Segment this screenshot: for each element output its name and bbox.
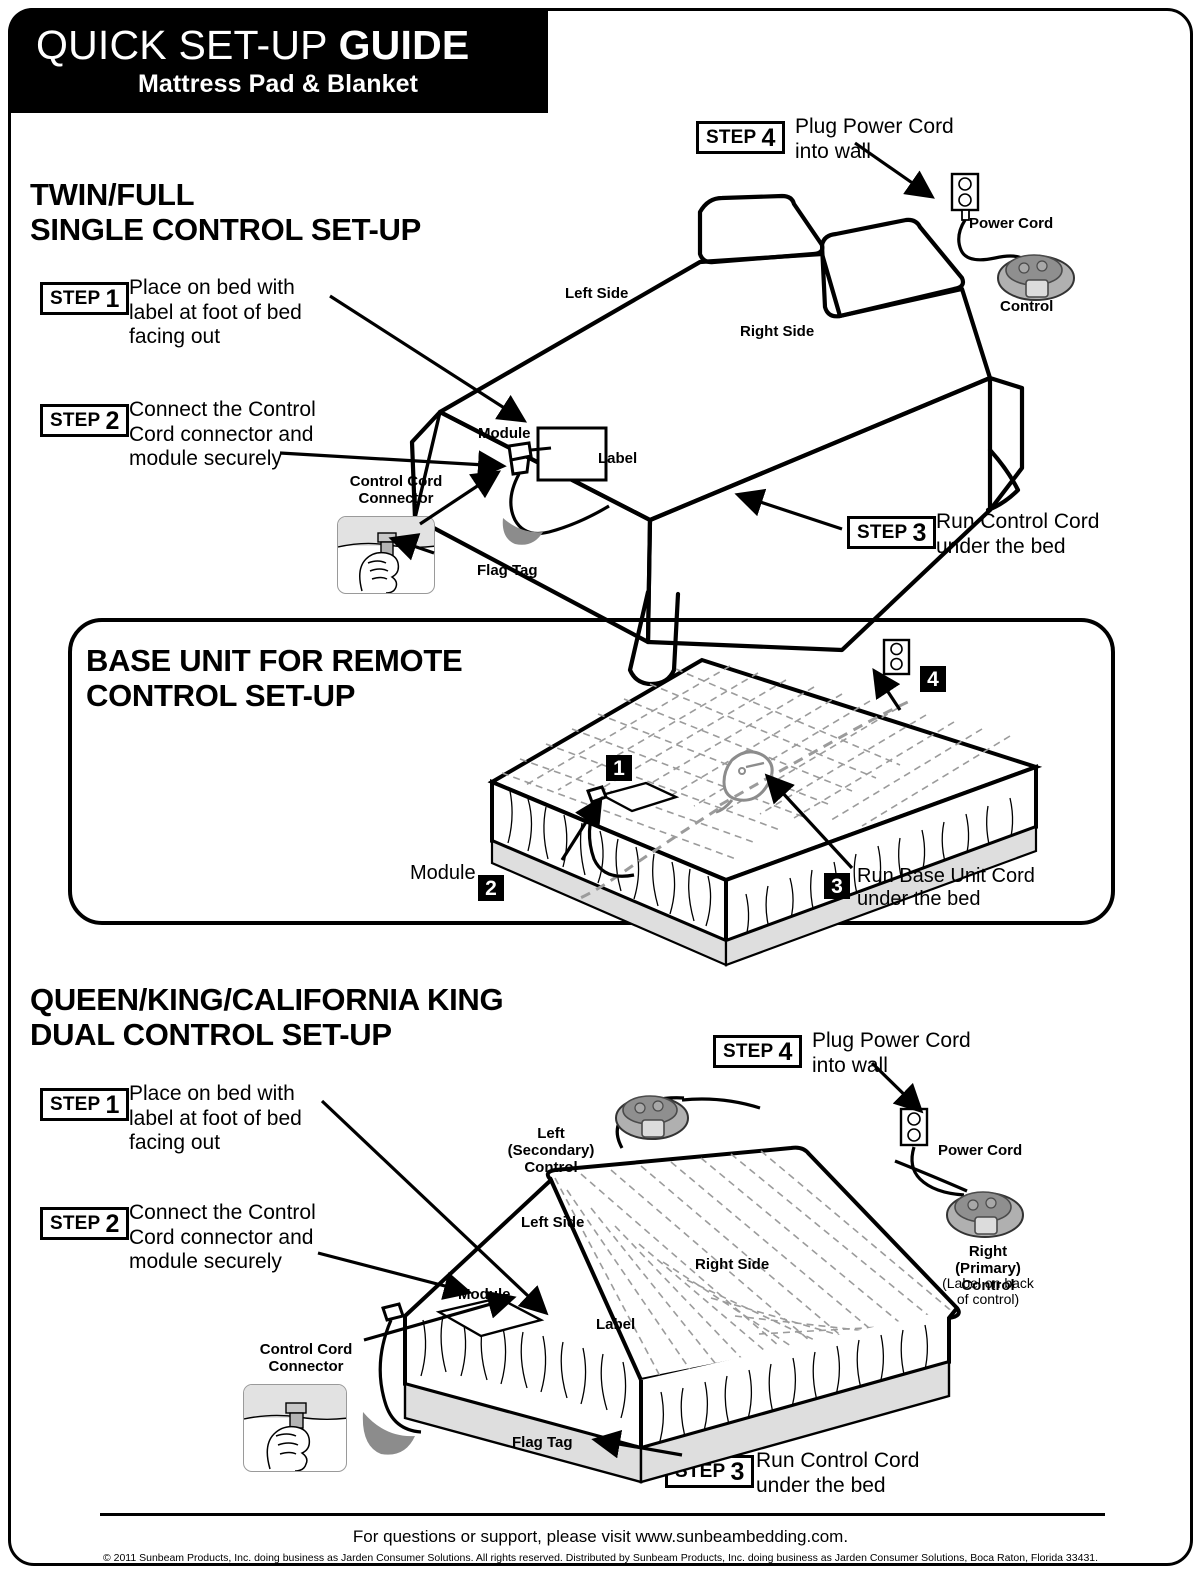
dual-step-4-number: 4 bbox=[778, 1038, 793, 1066]
single-step-1-box: STEP 1 bbox=[40, 282, 130, 315]
single-label-label: Label bbox=[598, 450, 638, 467]
section-title-base: BASE UNIT FOR REMOTE CONTROL SET-UP bbox=[86, 643, 463, 713]
section-title-single: TWIN/FULL SINGLE CONTROL SET-UP bbox=[30, 177, 421, 247]
dual-control-cord-connector-label: Control Cord Connector bbox=[259, 1341, 353, 1376]
page-title-light: QUICK SET-UP bbox=[36, 22, 339, 68]
single-power-cord-label: Power Cord bbox=[969, 215, 1054, 232]
single-step-4-number: 4 bbox=[761, 124, 776, 152]
wall-outlet-icon bbox=[950, 172, 980, 221]
single-step-1-word: STEP bbox=[50, 287, 101, 309]
dual-mattress-illustration bbox=[362, 1145, 961, 1484]
single-connector-hand-icon bbox=[338, 532, 434, 593]
single-step-1-number: 1 bbox=[105, 285, 120, 313]
single-step-4-box: STEP 4 bbox=[696, 121, 786, 154]
single-module-detail bbox=[502, 441, 610, 545]
base-section-arrows bbox=[560, 667, 902, 870]
dual-connector-hand-icon bbox=[244, 1402, 346, 1471]
single-outlet-and-control bbox=[950, 172, 1075, 301]
single-step-1-text: Place on bed with label at foot of bed f… bbox=[129, 276, 302, 349]
dual-flag-tag-label: Flag Tag bbox=[512, 1434, 573, 1451]
base-unit-section-box bbox=[68, 618, 1115, 925]
footer-divider bbox=[100, 1513, 1105, 1516]
single-module-label: Module bbox=[478, 425, 531, 442]
single-step-2-box: STEP 2 bbox=[40, 404, 130, 437]
single-step-2-number: 2 bbox=[105, 407, 120, 435]
dual-step-2-box: STEP 2 bbox=[40, 1207, 130, 1240]
dual-label-label: Label bbox=[596, 1316, 636, 1333]
single-flag-tag-label: Flag Tag bbox=[477, 562, 538, 579]
single-right-side-label: Right Side bbox=[740, 323, 815, 340]
single-step-3-number: 3 bbox=[912, 519, 927, 547]
dual-right-side-label: Right Side bbox=[695, 1256, 770, 1273]
page-title: QUICK SET-UP GUIDE bbox=[36, 22, 469, 69]
single-step-3-word: STEP bbox=[857, 521, 908, 543]
page-title-bold: GUIDE bbox=[338, 22, 470, 68]
single-step-3-box: STEP 3 bbox=[847, 516, 937, 549]
dual-right-primary-control-label: Right (Primary) Control bbox=[955, 1243, 1021, 1295]
dual-connector-inset bbox=[243, 1384, 347, 1472]
single-step-4-text: Plug Power Cord into wall bbox=[795, 115, 954, 163]
base-chip-3: 3 bbox=[824, 873, 850, 899]
base-run-cord-label: Run Base Unit Cord under the bed bbox=[857, 865, 1035, 910]
dual-step-4-word: STEP bbox=[723, 1040, 774, 1062]
header-banner: QUICK SET-UP GUIDE Mattress Pad & Blanke… bbox=[8, 8, 548, 113]
footer-support-text: For questions or support, please visit w… bbox=[352, 1527, 849, 1546]
dual-step-2-text: Connect the Control Cord connector and m… bbox=[129, 1201, 316, 1274]
base-chip-1: 1 bbox=[606, 755, 632, 781]
base-module-label: Module bbox=[410, 862, 476, 884]
dual-step-1-text: Place on bed with label at foot of bed f… bbox=[129, 1082, 302, 1155]
single-control-cord-connector-label: Control Cord Connector bbox=[349, 473, 443, 508]
base-chip-4: 4 bbox=[920, 666, 946, 692]
dual-step-2-word: STEP bbox=[50, 1212, 101, 1234]
dual-right-primary-control-and-outlet bbox=[894, 1107, 1024, 1238]
section-title-dual: QUEEN/KING/CALIFORNIA KING DUAL CONTROL … bbox=[30, 982, 504, 1052]
dual-left-side-label: Left Side bbox=[521, 1214, 585, 1231]
dual-power-cord-label: Power Cord bbox=[938, 1142, 1023, 1159]
dual-right-primary-control-note: (Label on back of control) bbox=[942, 1275, 1034, 1307]
single-section-arrows bbox=[279, 141, 935, 561]
single-step-2-text: Connect the Control Cord connector and m… bbox=[129, 398, 316, 471]
page-subtitle: Mattress Pad & Blanket bbox=[137, 70, 419, 98]
single-bed-illustration bbox=[409, 193, 1025, 687]
control-unit-icon bbox=[997, 254, 1075, 301]
dual-section-arrows bbox=[317, 1061, 924, 1459]
dual-step-1-number: 1 bbox=[105, 1091, 120, 1119]
wall-outlet-icon bbox=[899, 1107, 929, 1147]
single-step-2-word: STEP bbox=[50, 409, 101, 431]
single-left-side-label: Left Side bbox=[565, 285, 629, 302]
dual-step-1-box: STEP 1 bbox=[40, 1088, 130, 1121]
dual-left-secondary-control bbox=[615, 1095, 761, 1149]
dual-step-1-word: STEP bbox=[50, 1093, 101, 1115]
dual-step-4-text: Plug Power Cord into wall bbox=[812, 1029, 971, 1077]
footer-copyright-text: © 2011 Sunbeam Products, Inc. doing busi… bbox=[102, 1552, 1099, 1564]
single-step-4-word: STEP bbox=[706, 126, 757, 148]
single-step-3-text: Run Control Cord under the bed bbox=[936, 510, 1100, 558]
dual-step-2-number: 2 bbox=[105, 1210, 120, 1238]
dual-step-4-box: STEP 4 bbox=[713, 1035, 803, 1068]
base-chip-2: 2 bbox=[478, 875, 504, 901]
dual-step-3-text: Run Control Cord under the bed bbox=[756, 1449, 920, 1497]
single-control-label: Control bbox=[1000, 298, 1054, 315]
dual-left-secondary-control-label: Left (Secondary) Control bbox=[507, 1125, 595, 1177]
dual-step-3-number: 3 bbox=[730, 1458, 745, 1486]
